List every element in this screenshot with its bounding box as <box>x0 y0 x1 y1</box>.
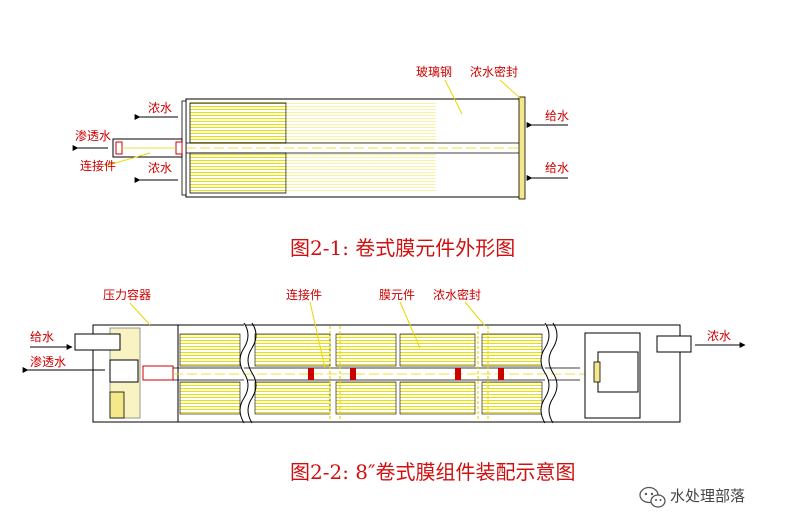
figure-2-1: 玻璃钢 浓水密封 浓水 渗透水 连接件 浓水 给水 给水 图2-1: 卷式膜元件… <box>72 64 569 260</box>
leader-connector <box>309 301 326 369</box>
caption-figure-2-1: 图2-1: 卷式膜元件外形图 <box>290 236 515 260</box>
figure-2-2: 压力容器 连接件 膜元件 浓水密封 给水 渗透水 浓水 图2-2: 8″卷式膜组… <box>22 287 746 484</box>
wechat-icon <box>639 486 666 508</box>
membrane-winding-lower-fade <box>286 153 436 193</box>
leader-connector <box>104 152 151 167</box>
leader-brine-seal <box>464 301 486 327</box>
label-pressure-vessel: 压力容器 <box>103 287 151 302</box>
concentrate-port <box>656 335 692 353</box>
label-connector: 连接件 <box>80 158 116 173</box>
break-mark-2 <box>540 322 550 424</box>
label-concentrate-top: 浓水 <box>148 101 172 115</box>
watermark: 水处理部落 <box>639 486 745 508</box>
leader-brine-seal <box>499 79 522 100</box>
label-feed-top: 给水 <box>545 109 569 123</box>
membrane-element-3 <box>399 333 543 415</box>
brine-seal-ring <box>518 96 526 200</box>
label-frp: 玻璃钢 <box>416 65 452 79</box>
membrane-winding-lower <box>189 152 287 194</box>
feed-port <box>74 333 121 351</box>
label-brine-seal: 浓水密封 <box>470 64 518 79</box>
leader-frp <box>444 79 463 115</box>
connector-3 <box>455 368 461 380</box>
label-feed-bottom: 给水 <box>545 161 569 175</box>
connector-2 <box>350 368 356 380</box>
label-concentrate: 浓水 <box>707 329 731 343</box>
leader-membrane-element <box>399 301 421 349</box>
connector-4 <box>498 368 504 380</box>
leader-pressure-vessel <box>129 302 151 326</box>
caption-figure-2-2: 图2-2: 8″卷式膜组件装配示意图 <box>290 460 576 484</box>
label-feed: 给水 <box>30 330 54 344</box>
label-permeate: 渗透水 <box>30 354 66 369</box>
permeate-port <box>109 359 139 383</box>
label-permeate: 渗透水 <box>75 128 111 143</box>
membrane-element-1 <box>179 333 241 415</box>
membrane-winding-upper <box>189 102 287 144</box>
label-membrane-element: 膜元件 <box>379 288 415 302</box>
membrane-element-2 <box>254 333 397 415</box>
watermark-text: 水处理部落 <box>670 487 745 505</box>
membrane-winding-upper-fade <box>286 103 436 143</box>
break-mark-1 <box>239 322 249 424</box>
label-brine-seal: 浓水密封 <box>433 287 481 302</box>
label-connector: 连接件 <box>286 287 322 302</box>
connector-1 <box>308 368 314 380</box>
label-concentrate-bottom: 浓水 <box>148 161 172 175</box>
